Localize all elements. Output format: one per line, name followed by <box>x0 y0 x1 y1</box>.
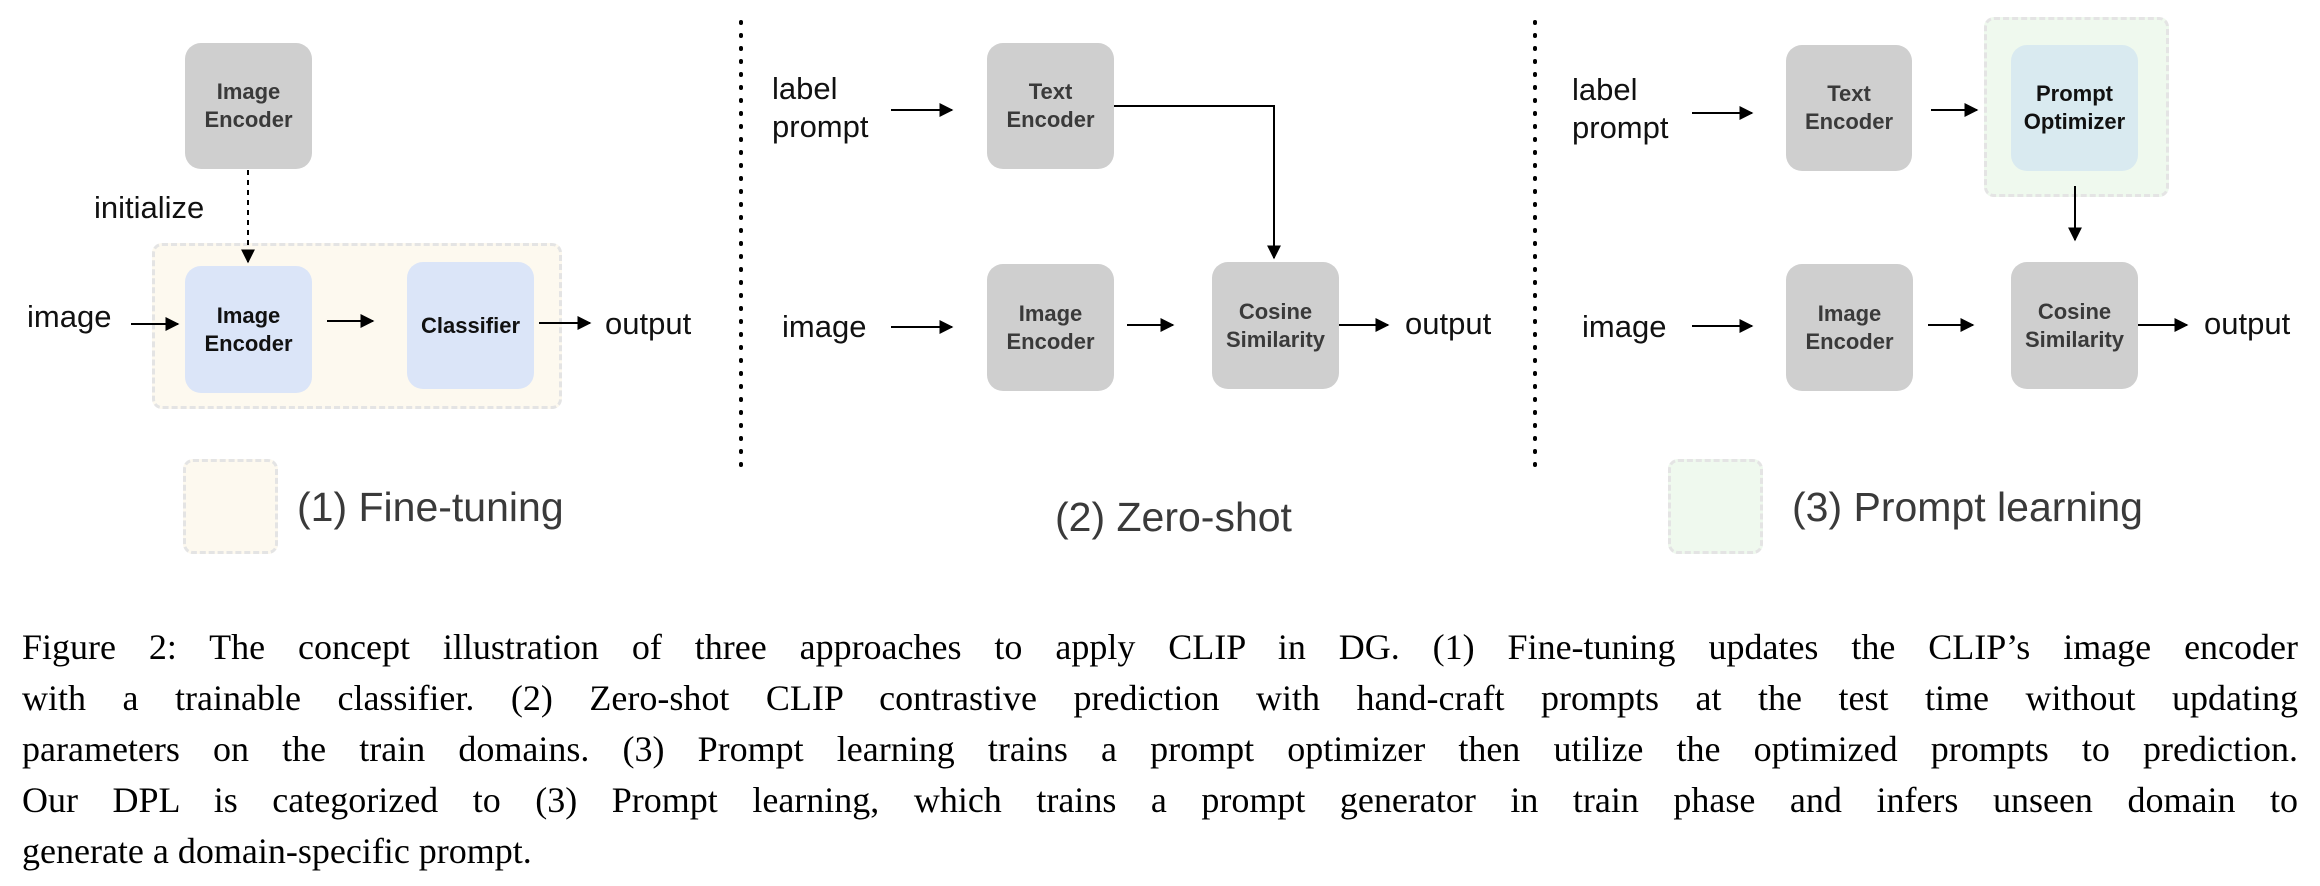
caption-line: generate a domain-specific prompt. <box>22 831 532 871</box>
p2-text-to-cosine-connector <box>1114 105 1281 260</box>
p1-legend-label: (1) Fine-tuning <box>297 484 564 530</box>
p3-label-prompt: label prompt <box>1572 72 1669 145</box>
caption-line: parameters on the train domains. (3) Pro… <box>22 729 2298 769</box>
p3-legend-swatch <box>1668 459 1763 554</box>
p3-image-encoder: Image Encoder <box>1786 264 1913 391</box>
p1-image-label: image <box>27 299 112 334</box>
p2-cosine-similarity: Cosine Similarity <box>1212 262 1339 389</box>
p2-image-label: image <box>782 309 867 344</box>
p3-prompt-optimizer: Prompt Optimizer <box>2011 45 2138 171</box>
figure-caption: Figure 2: The concept illustration of th… <box>22 622 2298 877</box>
p1-frozen-image-encoder: Image Encoder <box>185 43 312 169</box>
p3-image-label: image <box>1582 309 1667 344</box>
p1-classifier: Classifier <box>407 262 534 389</box>
p1-output-label: output <box>605 306 692 341</box>
p3-cosine-similarity: Cosine Similarity <box>2011 262 2138 389</box>
caption-line: Figure 2: The concept illustration of th… <box>22 627 2298 667</box>
p2-output-label: output <box>1405 306 1492 341</box>
diagram-connectors <box>131 20 2189 468</box>
p3-text-encoder: Text Encoder <box>1786 45 1912 171</box>
p1-initialize-label: initialize <box>94 190 205 225</box>
p2-text-encoder: Text Encoder <box>987 43 1114 169</box>
p1-legend-swatch <box>183 459 278 554</box>
caption-line: with a trainable classifier. (2) Zero-sh… <box>22 678 2298 718</box>
p2-image-encoder: Image Encoder <box>987 264 1114 391</box>
p1-image-encoder: Image Encoder <box>185 266 312 393</box>
p2-legend-label: (2) Zero-shot <box>1055 494 1292 540</box>
p3-legend-label: (3) Prompt learning <box>1792 484 2143 530</box>
p3-output-label: output <box>2204 306 2291 341</box>
p2-label-prompt: label prompt <box>772 71 869 144</box>
caption-line: Our DPL is categorized to (3) Prompt lea… <box>22 780 2298 820</box>
